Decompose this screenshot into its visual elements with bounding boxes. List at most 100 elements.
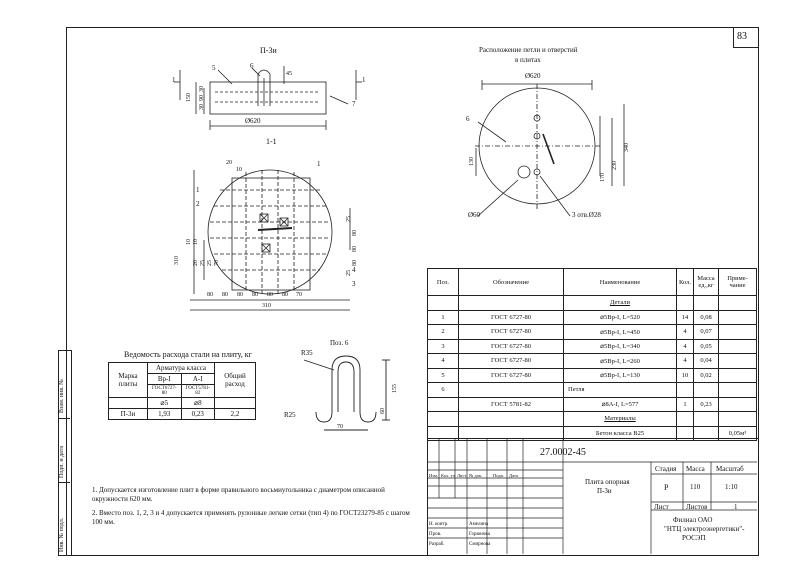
spec-cell: 0,02 [693, 367, 719, 383]
holes-dim-230: 230 [612, 161, 618, 170]
elevation-title: П-3и [260, 46, 277, 55]
spec-head-note: Приме- чание [718, 268, 757, 296]
section-dim-left-25b: 25 [207, 260, 213, 266]
spec-cell: 2 [427, 324, 459, 340]
elevation-callout-7: 7 [352, 100, 356, 108]
sidebar-label-replace: Взам. инв. № [59, 379, 65, 413]
tb-mass-label: Масса [686, 465, 705, 473]
tb-mass: 110 [690, 483, 701, 491]
spec-cell: Петля [563, 382, 677, 398]
section-callout-4: 4 [352, 266, 356, 274]
section-callout-1-top: 1 [317, 160, 321, 168]
steel-col-a: Вр-I [147, 373, 182, 385]
tb-product-2: П-3и [597, 487, 612, 495]
holes-drawing [475, 80, 625, 217]
spec-section-details: Детали [563, 295, 677, 311]
steel-col-b: A-I [180, 373, 215, 385]
section-dim-bottom-80c: 80 [237, 292, 243, 298]
section-dim-bottom-80a: 80 [207, 292, 213, 298]
section-dim-right-25a: 25 [346, 216, 352, 222]
page-number: 83 [737, 31, 747, 42]
tb-role-2: Разраб. [429, 542, 445, 547]
section-dim-left-70: 70 [214, 260, 220, 266]
spec-cell: ⌀5Вр-I, L=520 [563, 309, 677, 325]
holes-callout-6: 6 [466, 115, 470, 123]
section-dim-right-25b: 25 [346, 270, 352, 276]
tb-sheet-label: Лист [654, 503, 669, 511]
section-dim-left-10a: 10 [186, 239, 192, 245]
section-title: 1-1 [266, 137, 277, 146]
spec-cell: 10 [676, 367, 694, 383]
spec-cell: 0,05м³ [718, 425, 757, 441]
section-dim-bottom-70: 70 [296, 292, 302, 298]
spec-cell: 1 [427, 309, 459, 325]
steel-row-a: 1,93 [147, 408, 182, 420]
tb-name-1: Горюнова [469, 532, 490, 537]
holes-dim-340: 340 [624, 143, 630, 152]
elevation-callout-5: 5 [212, 64, 216, 72]
section-dim-right-80a: 80 [352, 230, 358, 236]
spec-cell: 4 [676, 353, 694, 369]
sidebar-stamp [58, 350, 72, 556]
steel-table: Марка плиты Арматура класса Общий расход… [108, 362, 256, 420]
steel-row-mark: П-3и [108, 408, 148, 420]
page-number-box [733, 27, 758, 48]
sidebar-label-inv: Инв. № подл. [59, 517, 65, 552]
pos6-dim-155: 155 [392, 384, 398, 393]
notes: 1. Допускается изготовление плит в форме… [92, 486, 422, 528]
drawing-frame [66, 27, 759, 556]
steel-col-group: Арматура класса [147, 362, 215, 374]
spec-section-materials: Материалы [563, 411, 677, 427]
title-block [427, 438, 758, 555]
steel-size-a: ⌀5 [147, 397, 182, 409]
tb-col-doc: № док. [469, 473, 483, 478]
elevation-callout-1-left: 1 [172, 76, 176, 84]
tb-sheets: 1 [734, 503, 738, 511]
steel-gost-a: ГОСТ6727-80 [147, 384, 182, 398]
elevation-dim-150: 150 [186, 93, 192, 102]
steel-row-b: 0,23 [180, 408, 215, 420]
spec-head-qty: Кол. [676, 268, 694, 296]
spec-cell: 0,07 [693, 324, 719, 340]
steel-size-b: ⌀8 [180, 397, 215, 409]
tb-stage: Р [664, 483, 669, 492]
spec-cell: ГОСТ 6727-80 [458, 324, 564, 340]
section-dim-left-10b: 10 [193, 239, 199, 245]
section-dim-310-left: 310 [174, 256, 180, 265]
holes-title-1: Расположение петли и отверстий [479, 46, 578, 54]
section-callout-2: 2 [196, 200, 200, 208]
spec-cell: ГОСТ 6727-80 [458, 309, 564, 325]
sidebar-label-sign: Подп. и дата [59, 445, 65, 478]
spec-cell: ⌀5Вр-I, L=450 [563, 324, 677, 340]
tb-name-2: Смирнова [469, 542, 491, 547]
spec-head-mass: Масса ед.,кг [693, 268, 719, 296]
section-dim-bottom-80e: 80 [267, 292, 273, 298]
elevation-callout-1-right: 1 [362, 76, 366, 84]
spec-cell: ГОСТ 6727-80 [458, 367, 564, 383]
steel-col-total: Общий расход [214, 362, 256, 398]
section-plan-drawing [190, 169, 351, 311]
spec-cell: ГОСТ 5781-82 [458, 396, 564, 412]
tb-stage-label: Стадия [655, 465, 677, 473]
tb-sheets-label: Листов [686, 503, 708, 511]
section-callout-3: 3 [352, 280, 356, 288]
title-block-grid [427, 438, 757, 554]
holes-dim-170: 170 [600, 173, 606, 182]
title-block-code: 27.0002-45 [540, 447, 586, 458]
holes-dim-130: 130 [469, 157, 475, 166]
tb-col-izm: Изм. [429, 473, 438, 478]
tb-role-0: Н. контр. [429, 522, 449, 527]
pos6-title: Поз. 6 [330, 339, 349, 347]
spec-head-pos: Поз. [427, 268, 459, 296]
steel-row-total: 2,2 [214, 408, 256, 420]
section-dim-bottom-80d: 80 [252, 292, 258, 298]
section-dim-20: 20 [226, 160, 232, 166]
elevation-diameter: Ø620 [245, 117, 261, 125]
section-dim-left-25a: 25 [200, 260, 206, 266]
tb-name-0: Амелина [469, 522, 489, 527]
